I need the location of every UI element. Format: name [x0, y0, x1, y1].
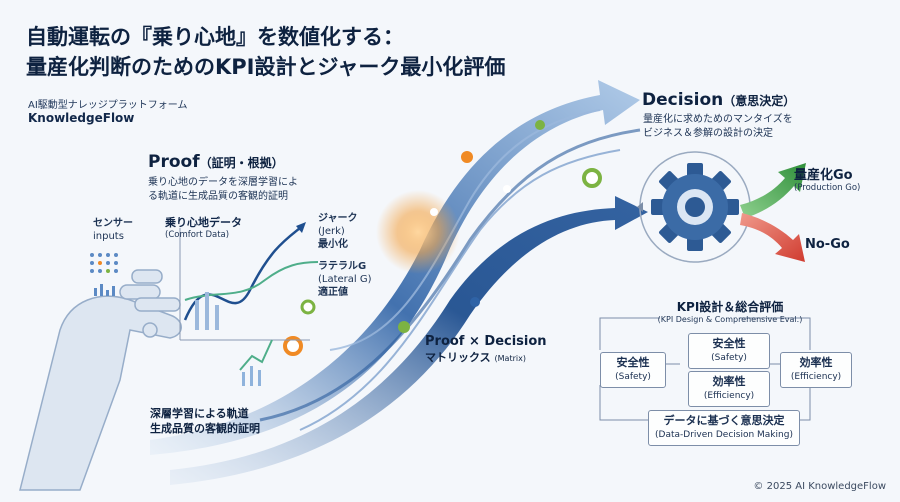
- nogo-label: No-Go: [805, 237, 850, 252]
- proof-description: 乗り心地のデータを深層学習によ る軌道に生成品質の客観的証明: [148, 177, 298, 202]
- jerk-label: ジャーク (Jerk) 最小化: [318, 213, 358, 250]
- comfort-label: 乗り心地データ (Comfort Data): [165, 216, 242, 240]
- go-arrow: [740, 163, 806, 218]
- kpi-box-safety-left: 安全性(Safety): [600, 352, 666, 388]
- go-label: 量産化Go (Production Go): [794, 168, 861, 193]
- copyright: © 2025 AI KnowledgeFlow: [753, 481, 886, 492]
- proof-heading: Proof（証明・根拠）: [148, 152, 284, 172]
- sensor-dots: [90, 253, 118, 296]
- decision-heading: Decision（意思決定）: [642, 90, 796, 110]
- nogo-arrow: [740, 213, 805, 262]
- node-orange: [283, 336, 303, 356]
- kpi-box-data-decision: データに基づく意思決定(Data-Driven Decision Making): [648, 410, 800, 446]
- page-title: 自動運転の『乗り心地』を数値化する： 量産化判断のためのKPI設計とジャーク最小…: [26, 25, 506, 79]
- deep-learning-caption: 深層学習による軌道 生成品質の客観的証明: [150, 407, 260, 435]
- gear-icon: [637, 151, 751, 263]
- matrix-label: Proof × Decision マトリックス (Matrix): [425, 334, 547, 364]
- decision-description: 量産化に求めためのマンタイズを ビジネス＆参解の設計の決定: [643, 114, 793, 139]
- brand-tagline: AI駆動型ナレッジプラットフォーム: [28, 100, 188, 111]
- sensor-label: センサー inputs: [93, 218, 133, 242]
- flow-ribbon-third: [259, 128, 641, 422]
- kpi-box-efficiency-mid: 効率性(Efficiency): [688, 371, 770, 407]
- brand-name: KnowledgeFlow: [28, 111, 135, 125]
- node-green: [300, 299, 316, 315]
- lateral-g-label: ラテラルG (Lateral G) 適正値: [318, 261, 372, 298]
- comfort-chart: [179, 222, 319, 341]
- robot-hand: [19, 269, 182, 491]
- kpi-title: KPI設計＆総合評価 (KPI Design & Comprehensive E…: [657, 300, 803, 324]
- jerk-curve: [183, 227, 301, 321]
- mini-chart: [239, 339, 273, 386]
- kpi-box-safety-mid: 安全性(Safety): [688, 333, 770, 369]
- kpi-box-efficiency-right: 効率性(Efficiency): [780, 352, 852, 388]
